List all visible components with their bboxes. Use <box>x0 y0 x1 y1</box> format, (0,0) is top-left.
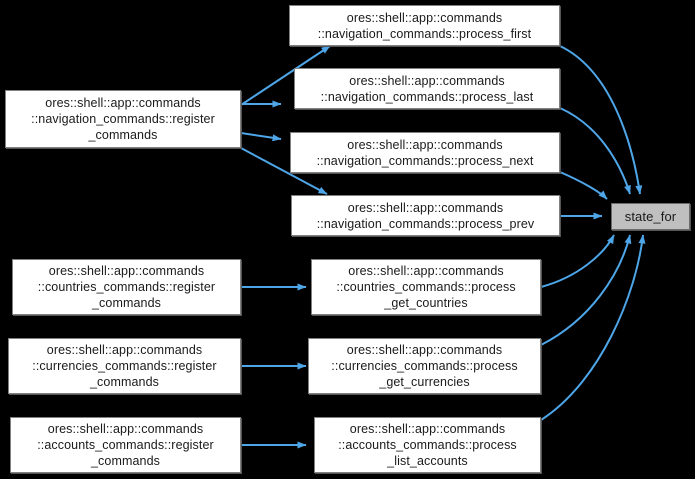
node-currencies-register[interactable]: ores::shell::app::commands ::currencies_… <box>8 338 241 394</box>
node-process-list-accounts[interactable]: ores::shell::app::commands ::accounts_co… <box>314 417 541 473</box>
node-label: ores::shell::app::commands ::currencies_… <box>32 343 217 389</box>
node-label: ores::shell::app::commands ::countries_c… <box>37 264 216 310</box>
node-label: ores::shell::app::commands ::navigation_… <box>316 137 534 168</box>
edge-nav-register-to-process-first <box>240 45 331 106</box>
node-label: ores::shell::app::commands ::currencies_… <box>331 343 518 389</box>
node-process-first[interactable]: ores::shell::app::commands ::navigation_… <box>289 5 560 46</box>
edge-process-first-to-state-for <box>559 45 643 195</box>
edge-process-list-accounts-to-state-for <box>540 234 646 421</box>
node-process-get-currencies[interactable]: ores::shell::app::commands ::currencies_… <box>308 338 541 394</box>
node-countries-register[interactable]: ores::shell::app::commands ::countries_c… <box>12 259 241 315</box>
node-state-for[interactable]: state_for <box>611 203 690 230</box>
edge-nav-register-to-process-next <box>240 132 282 142</box>
edge-group-left-to-middle <box>240 45 331 449</box>
node-label: ores::shell::app::commands ::navigation_… <box>316 200 535 231</box>
node-label: ores::shell::app::commands ::navigation_… <box>31 96 215 142</box>
node-label: ores::shell::app::commands ::navigation_… <box>320 73 534 104</box>
node-nav-register[interactable]: ores::shell::app::commands ::navigation_… <box>5 90 241 148</box>
edge-nav-register-to-process-prev <box>240 147 328 195</box>
edge-process-get-countries-to-state-for <box>540 234 615 288</box>
node-label: state_for <box>624 208 677 224</box>
node-process-next[interactable]: ores::shell::app::commands ::navigation_… <box>290 132 560 173</box>
edge-process-last-to-state-for <box>559 107 631 195</box>
node-process-prev[interactable]: ores::shell::app::commands ::navigation_… <box>291 195 560 236</box>
node-label: ores::shell::app::commands ::accounts_co… <box>37 422 214 468</box>
edge-process-get-currencies-to-state-for <box>540 234 632 346</box>
node-process-last[interactable]: ores::shell::app::commands ::navigation_… <box>294 68 560 109</box>
edge-group-middle-to-state-for <box>540 45 646 421</box>
node-accounts-register[interactable]: ores::shell::app::commands ::accounts_co… <box>10 417 241 473</box>
node-process-get-countries[interactable]: ores::shell::app::commands ::countries_c… <box>311 259 541 315</box>
node-label: ores::shell::app::commands ::countries_c… <box>336 264 516 310</box>
edge-process-next-to-state-for <box>559 171 608 200</box>
node-label: ores::shell::app::commands ::navigation_… <box>317 10 532 41</box>
node-label: ores::shell::app::commands ::accounts_co… <box>338 422 517 468</box>
